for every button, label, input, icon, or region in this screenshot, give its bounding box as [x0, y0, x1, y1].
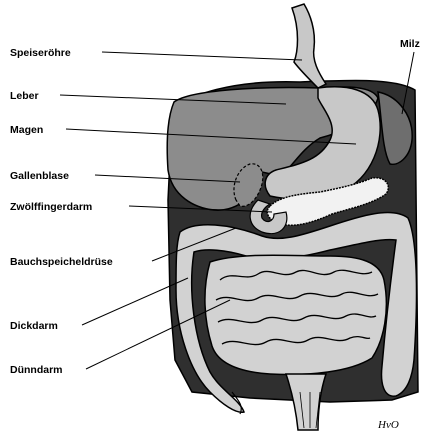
label-speiseroehre: Speiseröhre	[10, 47, 71, 59]
label-dickdarm: Dickdarm	[10, 320, 58, 332]
label-milz: Milz	[400, 38, 420, 50]
label-zwoelffingerdarm: Zwölffingerdarm	[10, 201, 92, 213]
rectum	[286, 374, 326, 430]
label-gallenblase: Gallenblase	[10, 170, 69, 182]
leader-speiseroehre	[102, 52, 302, 60]
esophagus	[292, 4, 326, 88]
artist-signature: HvO	[377, 419, 399, 431]
label-duenndarm: Dünndarm	[10, 364, 63, 376]
label-bauchspeicheldruese: Bauchspeicheldrüse	[10, 256, 113, 268]
label-magen: Magen	[10, 124, 43, 136]
label-leber: Leber	[10, 90, 39, 102]
